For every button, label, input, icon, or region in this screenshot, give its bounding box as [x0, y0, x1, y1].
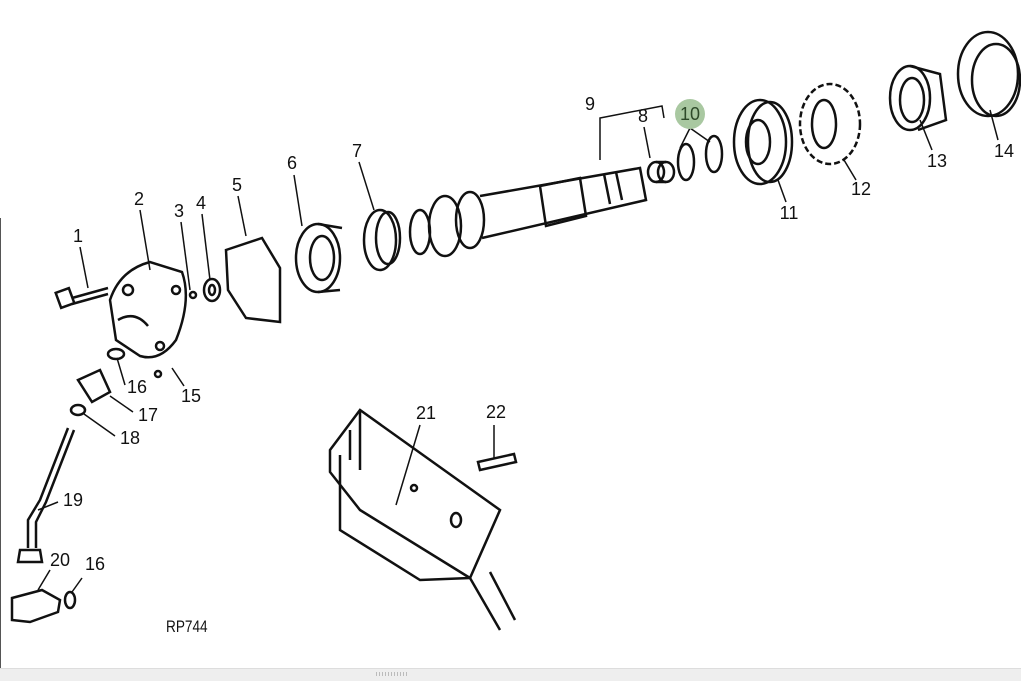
callout-7[interactable]: 7 [351, 141, 363, 161]
callout-3[interactable]: 3 [173, 201, 185, 221]
grip-icon[interactable] [376, 672, 408, 676]
part-cup [956, 30, 1021, 118]
callout-14[interactable]: 14 [993, 141, 1015, 161]
callout-16-lower[interactable]: 16 [84, 554, 106, 574]
callout-21[interactable]: 21 [415, 403, 437, 423]
callout-1[interactable]: 1 [72, 226, 84, 246]
callout-11[interactable]: 11 [779, 203, 799, 223]
callout-12[interactable]: 12 [850, 179, 872, 199]
part-bracket [328, 408, 517, 631]
part-gear [798, 82, 862, 166]
part-washer [202, 277, 222, 303]
part-bushing [646, 160, 676, 184]
callout-17[interactable]: 17 [137, 405, 159, 425]
part-fittings [10, 347, 163, 624]
callout-4[interactable]: 4 [195, 193, 207, 213]
callout-22[interactable]: 22 [485, 402, 507, 422]
callout-8[interactable]: 8 [637, 106, 649, 126]
callout-2[interactable]: 2 [133, 189, 145, 209]
callout-13[interactable]: 13 [926, 151, 948, 171]
part-seal [294, 222, 343, 294]
callout-18[interactable]: 18 [119, 428, 141, 448]
callout-9[interactable]: 9 [584, 94, 596, 114]
frame-border [0, 218, 1, 668]
part-cone [888, 64, 948, 132]
callout-16[interactable]: 16 [126, 377, 148, 397]
callout-5[interactable]: 5 [231, 175, 243, 195]
callout-15[interactable]: 15 [180, 386, 202, 406]
callout-20[interactable]: 20 [49, 550, 71, 570]
part-roll-pin [476, 452, 518, 472]
callout-6[interactable]: 6 [286, 153, 298, 173]
part-shaft [408, 166, 648, 258]
part-cover [108, 260, 188, 359]
resize-handle-bar[interactable] [0, 668, 1021, 681]
callout-10-highlighted[interactable]: 10 [675, 99, 705, 129]
part-rings [676, 134, 724, 182]
diagram-code: RP744 [166, 617, 208, 636]
part-bolt [54, 286, 109, 310]
part-bearing [362, 208, 402, 272]
callout-19[interactable]: 19 [62, 490, 84, 510]
part-coupler [732, 98, 794, 186]
part-pin [188, 290, 198, 300]
part-gasket [224, 236, 282, 324]
